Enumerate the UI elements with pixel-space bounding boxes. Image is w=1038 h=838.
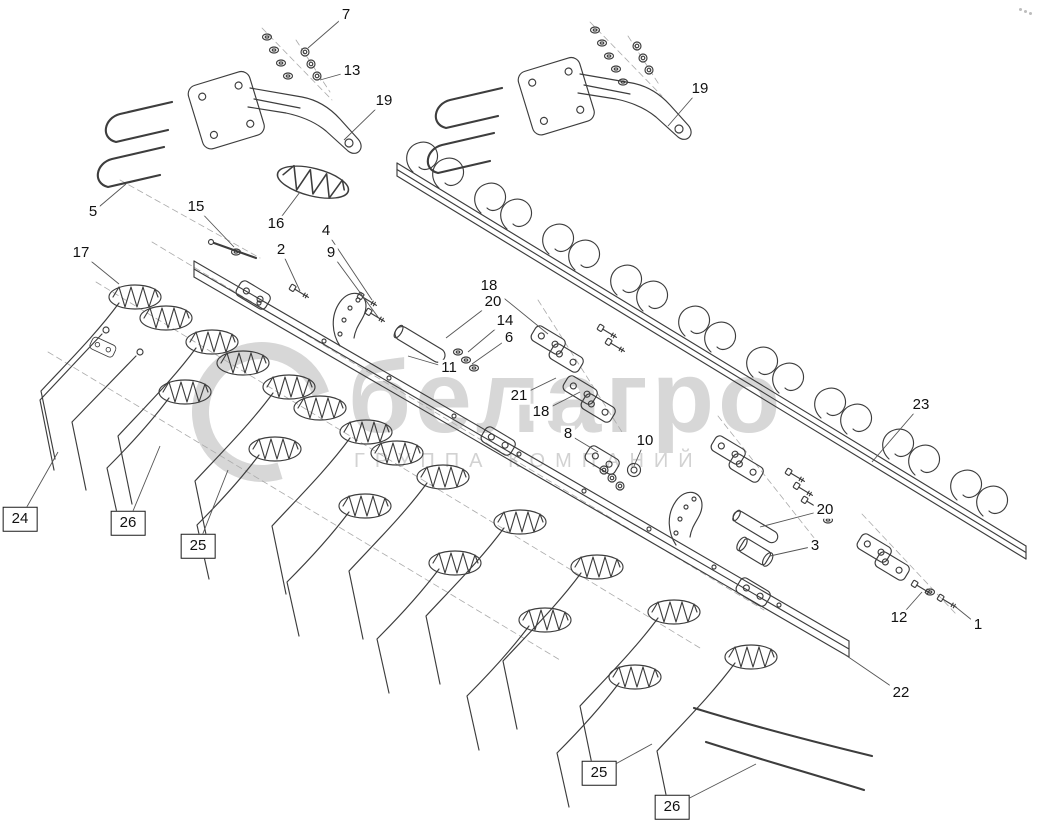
leader-line xyxy=(667,88,701,127)
leader-line xyxy=(325,230,373,301)
leader-line xyxy=(407,355,450,369)
leader-line xyxy=(843,653,902,694)
u-bolt xyxy=(96,145,166,189)
leader-line xyxy=(80,252,120,285)
mount-bracket-left xyxy=(96,70,362,189)
leader-line xyxy=(898,591,923,619)
leader-line xyxy=(540,391,581,413)
leader-line xyxy=(275,191,301,225)
hardware-right xyxy=(708,433,959,611)
leader-line xyxy=(671,763,757,808)
loose-tines-left xyxy=(39,326,144,491)
hardware-middle xyxy=(393,323,642,491)
leader-line xyxy=(471,337,510,365)
leader-line xyxy=(92,183,127,213)
leader-line xyxy=(951,603,979,626)
mount-bracket-right xyxy=(426,56,692,175)
bracket-arm xyxy=(247,87,362,154)
leader-line xyxy=(467,320,506,353)
corner-mark xyxy=(1019,8,1022,11)
u-bolt xyxy=(434,86,504,130)
leader-line xyxy=(598,743,653,774)
mount-plate xyxy=(517,56,595,136)
leader-line xyxy=(197,469,229,547)
spacer-tube xyxy=(393,324,446,363)
leader-line xyxy=(330,252,379,318)
toolbar-beam xyxy=(193,260,850,658)
leader-line xyxy=(769,545,816,557)
bracket-arm xyxy=(577,73,692,140)
leader-line xyxy=(343,100,385,141)
leader-line xyxy=(195,206,235,248)
leader-line xyxy=(319,70,353,81)
leader-line xyxy=(280,249,301,292)
spacer-pin xyxy=(732,509,779,544)
u-bolt xyxy=(104,100,174,144)
mount-plate xyxy=(187,70,265,150)
leader-line xyxy=(127,445,161,524)
bushing-ring xyxy=(626,462,642,478)
leader-line xyxy=(633,440,646,467)
pin-part xyxy=(207,238,258,260)
leader-line xyxy=(518,377,557,397)
u-bolt xyxy=(426,131,496,175)
leader-line xyxy=(567,433,599,453)
leader-line xyxy=(871,404,922,463)
upper-rail xyxy=(396,141,1027,560)
leader-line xyxy=(307,14,347,49)
bushing-cylinder xyxy=(736,536,774,567)
long-tine-rods xyxy=(692,706,874,792)
leader-line xyxy=(759,509,826,528)
leader-line xyxy=(445,301,494,339)
leader-line xyxy=(19,451,59,520)
